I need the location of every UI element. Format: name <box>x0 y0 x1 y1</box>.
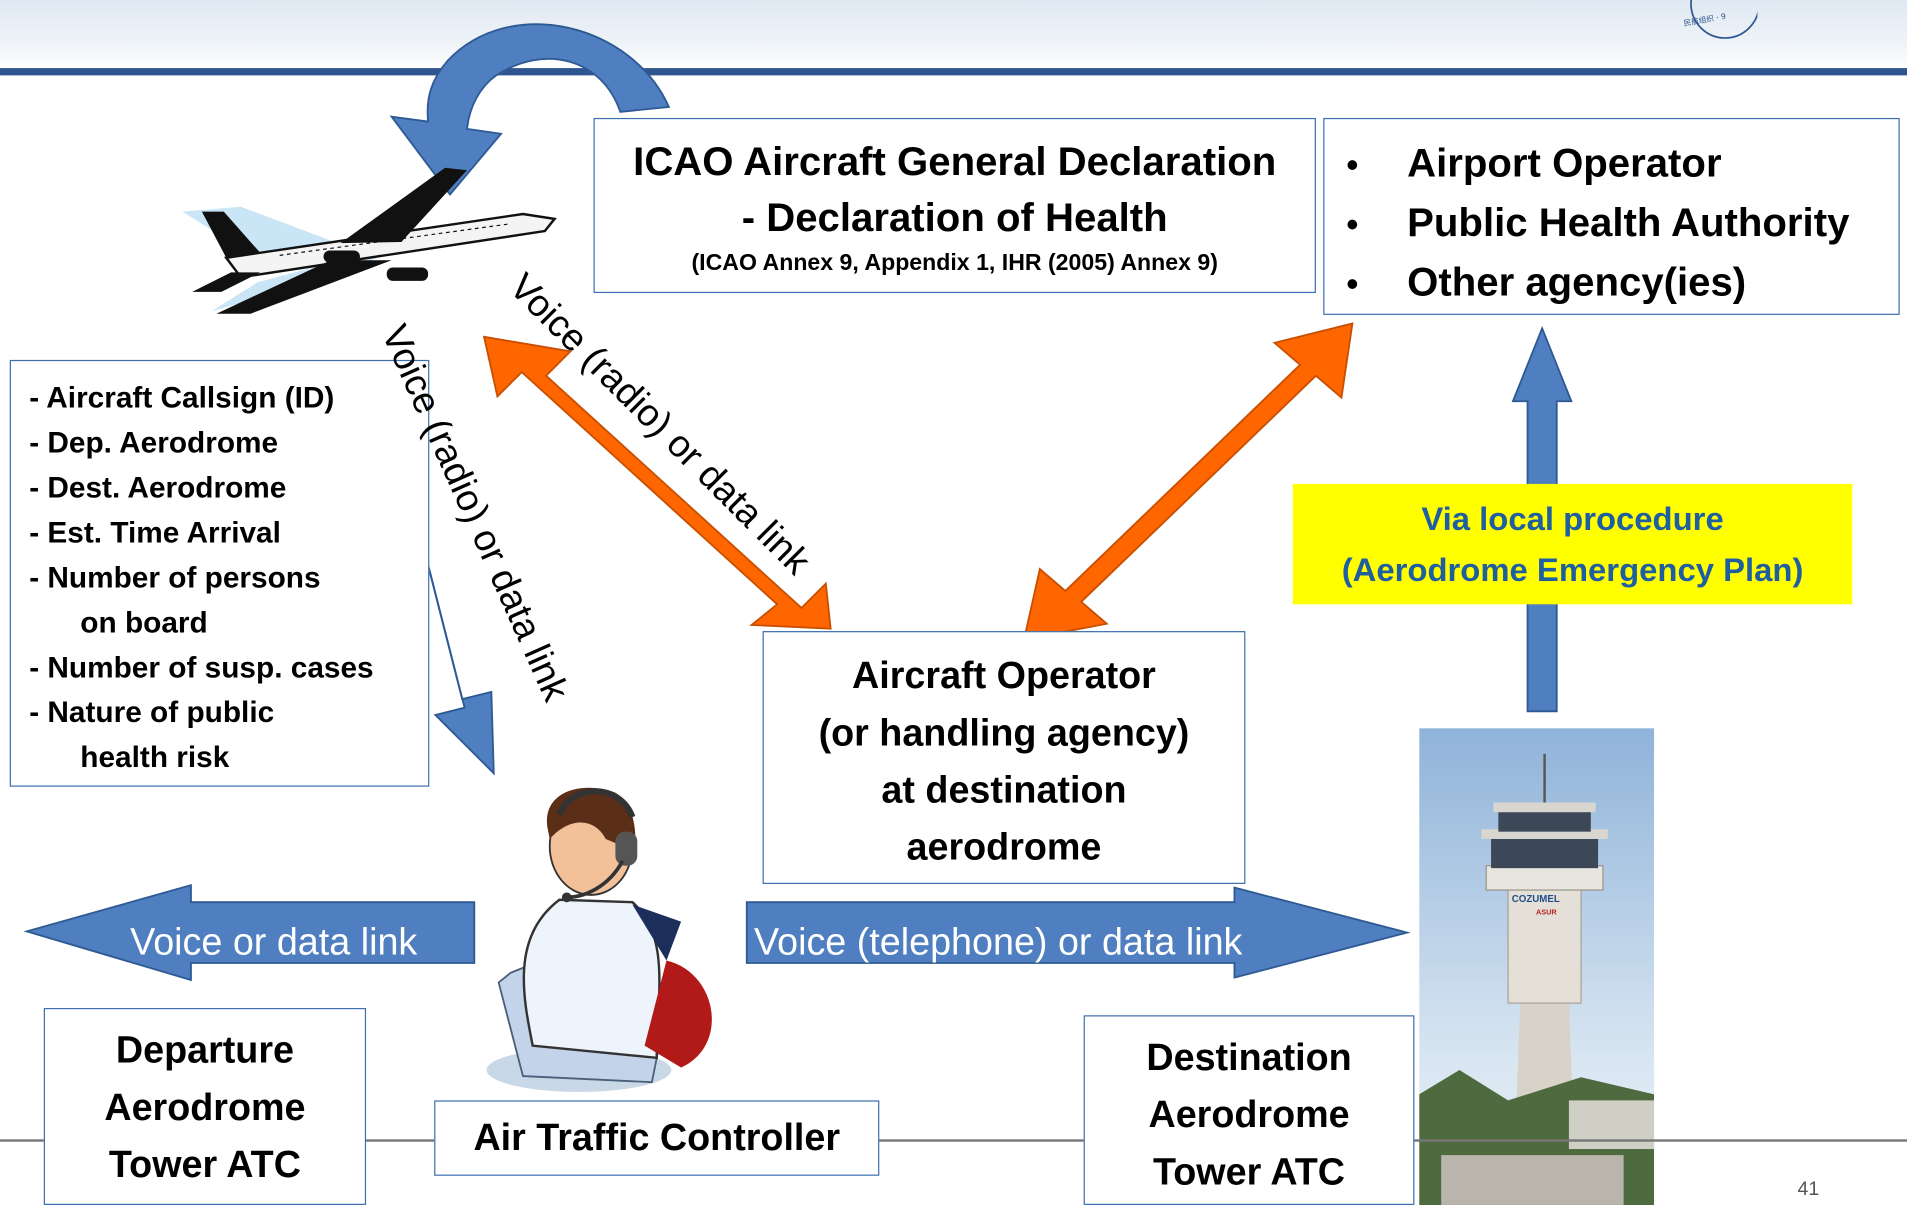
agency-item: • Airport Operator <box>1346 134 1898 194</box>
curved-arrow-icon <box>389 23 671 197</box>
footer-rule <box>0 1139 1907 1142</box>
bullet-icon: • <box>1346 265 1359 303</box>
aircraft-icon <box>182 167 557 314</box>
report-item: - Aircraft Callsign (ID) <box>29 381 335 415</box>
destination-tower-line: Destination <box>1146 1035 1352 1079</box>
aircraft-operator-line: aerodrome <box>906 825 1102 869</box>
departure-tower-box: Departure Aerodrome Tower ATC <box>43 1007 367 1205</box>
bullet-icon: • <box>1346 205 1359 244</box>
notified-agencies-box: • Airport Operator • Public Health Authori… <box>1323 117 1900 315</box>
destination-arrow-icon <box>745 886 1411 979</box>
local-procedure-line: Via local procedure <box>1421 500 1724 538</box>
icao-declaration-title-1: ICAO Aircraft General Declaration <box>633 138 1277 184</box>
header-band <box>0 0 1907 71</box>
aircraft-operator-arrow-icon <box>482 335 832 630</box>
report-item: on board <box>80 606 208 640</box>
aircraft-report-box: - Aircraft Callsign (ID) - Dep. Aerodrom… <box>9 359 430 787</box>
header-rule <box>0 68 1907 76</box>
aircraft-operator-box: Aircraft Operator (or handling agency) a… <box>762 631 1246 884</box>
agency-item: • Other agency(ies) <box>1346 253 1898 313</box>
agency-list: • Airport Operator • Public Health Authori… <box>1346 134 1898 313</box>
departure-tower-line: Departure <box>115 1028 294 1072</box>
icao-declaration-reference: (ICAO Annex 9, Appendix 1, IHR (2005) An… <box>691 250 1218 277</box>
aircraft-operator-line: (or handling agency) <box>818 711 1190 754</box>
icao-declaration-title-2: - Declaration of Health <box>741 194 1168 240</box>
svg-text:COZUMEL: COZUMEL <box>1512 894 1560 905</box>
report-item: - Number of susp. cases <box>29 651 374 685</box>
aircraft-operator-line: Aircraft Operator <box>852 654 1156 697</box>
air-traffic-controller-label: Air Traffic Controller <box>434 1100 880 1176</box>
operator-agency-arrow-icon <box>1022 322 1354 641</box>
icao-emblem: 民航组织 · 9 <box>1683 0 1758 39</box>
report-item: health risk <box>80 741 230 775</box>
agency-label: Public Health Authority <box>1407 199 1850 245</box>
report-item: - Number of persons <box>29 561 321 595</box>
report-item: - Nature of public <box>29 696 275 730</box>
control-tower-photo: COZUMEL ASUR <box>1419 728 1655 1205</box>
destination-link-label: Voice (telephone) or data link <box>754 920 1243 963</box>
departure-tower-line: Tower ATC <box>108 1142 301 1186</box>
destination-tower-line: Tower ATC <box>1153 1150 1346 1193</box>
agency-item: • Public Health Authority <box>1346 193 1898 253</box>
departure-link-label: Voice or data link <box>130 920 418 963</box>
report-item: - Est. Time Arrival <box>29 516 281 550</box>
agency-label: Airport Operator <box>1407 139 1722 185</box>
report-item: - Dest. Aerodrome <box>29 471 287 505</box>
local-procedure-note: Via local procedure (Aerodrome Emergency… <box>1292 483 1853 605</box>
aircraft-operator-line: at destination <box>881 768 1127 812</box>
report-item: - Dep. Aerodrome <box>29 426 279 460</box>
controller-icon <box>486 787 712 1092</box>
destination-tower-line: Aerodrome <box>1148 1093 1350 1136</box>
bullet-icon: • <box>1346 145 1359 184</box>
departure-arrow-icon <box>23 883 476 982</box>
local-procedure-line: (Aerodrome Emergency Plan) <box>1341 552 1804 589</box>
page-number: 41 <box>1797 1179 1820 1201</box>
departure-tower-line: Aerodrome <box>104 1085 306 1129</box>
svg-text:ASUR: ASUR <box>1536 907 1557 916</box>
agency-label: Other agency(ies) <box>1407 258 1747 304</box>
icao-declaration-box: ICAO Aircraft General Declaration - Decl… <box>593 117 1316 294</box>
destination-tower-box: Destination Aerodrome Tower ATC <box>1083 1015 1415 1205</box>
